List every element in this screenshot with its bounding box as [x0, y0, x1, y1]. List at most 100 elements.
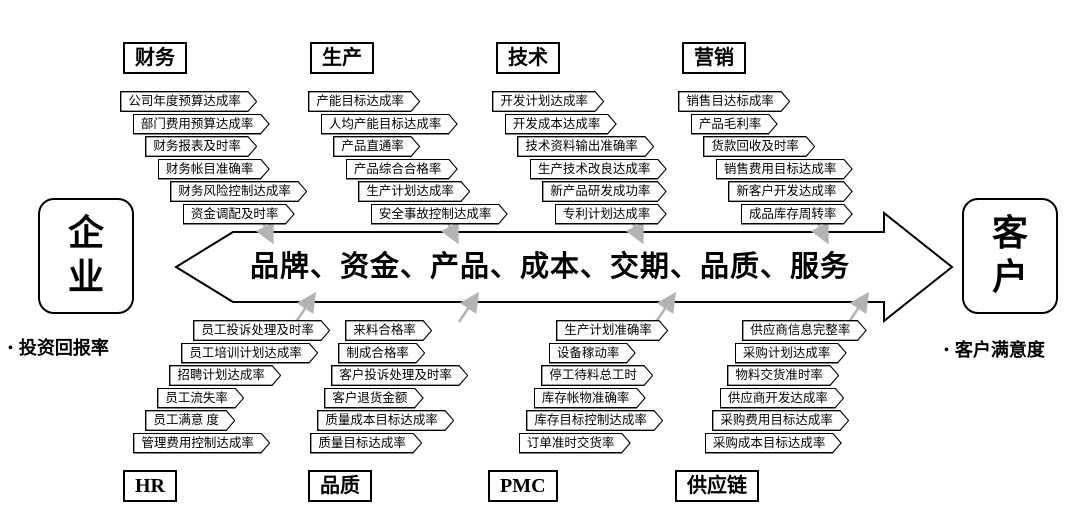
kpi-banner-label: 产品毛利率	[692, 115, 777, 133]
kpi-banner: 招聘计划达成率	[169, 365, 281, 386]
kpi-banner-label: 招聘计划达成率	[170, 366, 280, 384]
kpi-banner-label: 专利计划达成率	[556, 205, 666, 223]
customer-metric: • 客户满意度	[944, 336, 1045, 362]
kpi-banner: 采购计划达成率	[735, 343, 847, 364]
kpi-banner-label: 物料交货准时率	[728, 366, 838, 384]
kpi-banner: 新产品研发成功率	[542, 181, 667, 202]
kpi-banner-label: 成品库存周转率	[742, 205, 852, 223]
kpi-banner-label: 员工满意 度	[146, 411, 234, 429]
kpi-banner-label: 采购计划达成率	[736, 344, 846, 362]
kpi-banner-label: 质量目标达成率	[311, 434, 421, 452]
kpi-banner-label: 销售费用目标达成率	[717, 160, 852, 178]
kpi-banner: 成品库存周转率	[741, 204, 853, 225]
category-header-pmc: PMC	[488, 470, 558, 502]
kpi-banner: 物料交货准时率	[727, 365, 839, 386]
kpi-banner: 安全事故控制达成率	[371, 204, 508, 225]
kpi-banner: 采购成本目标达成率	[705, 433, 842, 454]
kpi-banner: 员工满意 度	[145, 410, 235, 431]
kpi-banner-label: 订单准时交货率	[520, 434, 630, 452]
kpi-banner-label: 客户投诉处理及时率	[332, 366, 467, 384]
category-header-marketing: 营销	[682, 42, 746, 74]
kpi-banner-label: 供应商开发达成率	[721, 389, 843, 407]
kpi-banner: 开发成本达成率	[505, 114, 617, 135]
kpi-banner: 产品毛利率	[691, 114, 778, 135]
kpi-banner: 供应商开发达成率	[720, 388, 845, 409]
kpi-banner: 库存帐物准确率	[534, 388, 646, 409]
kpi-banner-label: 库存帐物准确率	[535, 389, 645, 407]
kpi-banner: 技术资料输出准确率	[517, 136, 654, 157]
category-header-finance: 财务	[123, 42, 187, 74]
kpi-banner: 质量目标达成率	[310, 433, 422, 454]
connector-arrow-icon	[457, 291, 480, 323]
kpi-banner: 生产计划达成率	[358, 181, 470, 202]
category-header-hr: HR	[123, 470, 177, 502]
kpi-banner-label: 制成合格率	[339, 344, 424, 362]
kpi-banner: 订单准时交货率	[519, 433, 631, 454]
kpi-banner-label: 公司年度预算达成率	[121, 92, 256, 110]
kpi-banner-label: 技术资料输出准确率	[518, 137, 653, 155]
enterprise-box: 企业	[38, 198, 134, 314]
bullet-icon: •	[8, 341, 13, 356]
kpi-banner: 人均产能目标达成率	[321, 114, 458, 135]
kpi-banner-label: 停工待料总工时	[542, 366, 652, 384]
kpi-banner-label: 财务报表及时率	[146, 137, 256, 155]
bullet-icon: •	[944, 343, 949, 358]
kpi-banner: 产能目标达成率	[308, 91, 420, 112]
enterprise-metric: • 投资回报率	[8, 334, 109, 360]
kpi-banner: 销售目达标成率	[678, 91, 790, 112]
kpi-banner: 库存目标控制达成率	[526, 410, 663, 431]
kpi-banner: 停工待料总工时	[541, 365, 653, 386]
kpi-banner-label: 管理费用控制达成率	[134, 434, 269, 452]
customer-box: 客户	[962, 198, 1058, 314]
category-header-quality: 品质	[308, 470, 372, 502]
kpi-banner: 来料合格率	[345, 320, 432, 341]
kpi-banner: 货款回收及时率	[703, 136, 815, 157]
kpi-banner: 生产技术改良达成率	[530, 159, 667, 180]
kpi-banner: 质量成本目标达成率	[317, 410, 454, 431]
kpi-banner-label: 产能目标达成率	[309, 92, 419, 110]
kpi-banner: 客户退货金额	[324, 388, 424, 409]
kpi-banner-label: 员工投诉处理及时率	[194, 321, 329, 339]
kpi-banner-label: 财务风险控制达成率	[171, 182, 306, 200]
kpi-banner: 生产计划准确率	[556, 320, 668, 341]
kpi-banner-label: 销售目达标成率	[679, 92, 789, 110]
kpi-banner-label: 员工培训计划达成率	[182, 344, 317, 362]
connector-arrow-icon	[294, 291, 317, 323]
kpi-banner: 管理费用控制达成率	[133, 433, 270, 454]
kpi-banner: 员工培训计划达成率	[181, 343, 318, 364]
kpi-banner: 财务风险控制达成率	[170, 181, 307, 202]
customer-metric-label: 客户满意度	[954, 340, 1045, 360]
kpi-banner-label: 库存目标控制达成率	[527, 411, 662, 429]
kpi-banner: 公司年度预算达成率	[120, 91, 257, 112]
kpi-banner-label: 资金调配及时率	[184, 205, 294, 223]
category-header-production: 生产	[310, 42, 374, 74]
kpi-banner-label: 部门费用预算达成率	[134, 115, 269, 133]
kpi-banner: 财务报表及时率	[145, 136, 257, 157]
connector-arrow-icon	[847, 291, 870, 323]
kpi-banner-label: 安全事故控制达成率	[372, 205, 507, 223]
kpi-banner: 开发计划达成率	[492, 91, 604, 112]
category-header-technology: 技术	[496, 42, 560, 74]
kpi-banner: 设备稼动率	[549, 343, 636, 364]
kpi-banner-label: 开发计划达成率	[493, 92, 603, 110]
enterprise-metric-label: 投资回报率	[18, 338, 109, 358]
kpi-banner-label: 采购费用目标达成率	[713, 411, 848, 429]
kpi-banner: 产品综合合格率	[346, 159, 458, 180]
kpi-banner: 新客户开发达成率	[728, 181, 853, 202]
kpi-banner: 客户投诉处理及时率	[331, 365, 468, 386]
kpi-banner: 员工投诉处理及时率	[193, 320, 330, 341]
kpi-banner: 采购费用目标达成率	[712, 410, 849, 431]
kpi-banner-label: 新客户开发达成率	[729, 182, 851, 200]
kpi-banner-label: 生产计划准确率	[557, 321, 667, 339]
connector-arrow-icon	[654, 291, 677, 323]
main-arrow-label: 品牌、资金、产品、成本、交期、品质、服务	[249, 251, 850, 283]
category-header-supply-chain: 供应链	[675, 470, 759, 502]
kpi-banner-label: 生产技术改良达成率	[531, 160, 666, 178]
kpi-banner-label: 设备稼动率	[550, 344, 635, 362]
kpi-banner: 产品直通率	[333, 136, 420, 157]
kpi-banner-label: 质量成本目标达成率	[318, 411, 453, 429]
kpi-banner: 财务帐目准确率	[158, 159, 270, 180]
kpi-banner-label: 来料合格率	[346, 321, 431, 339]
